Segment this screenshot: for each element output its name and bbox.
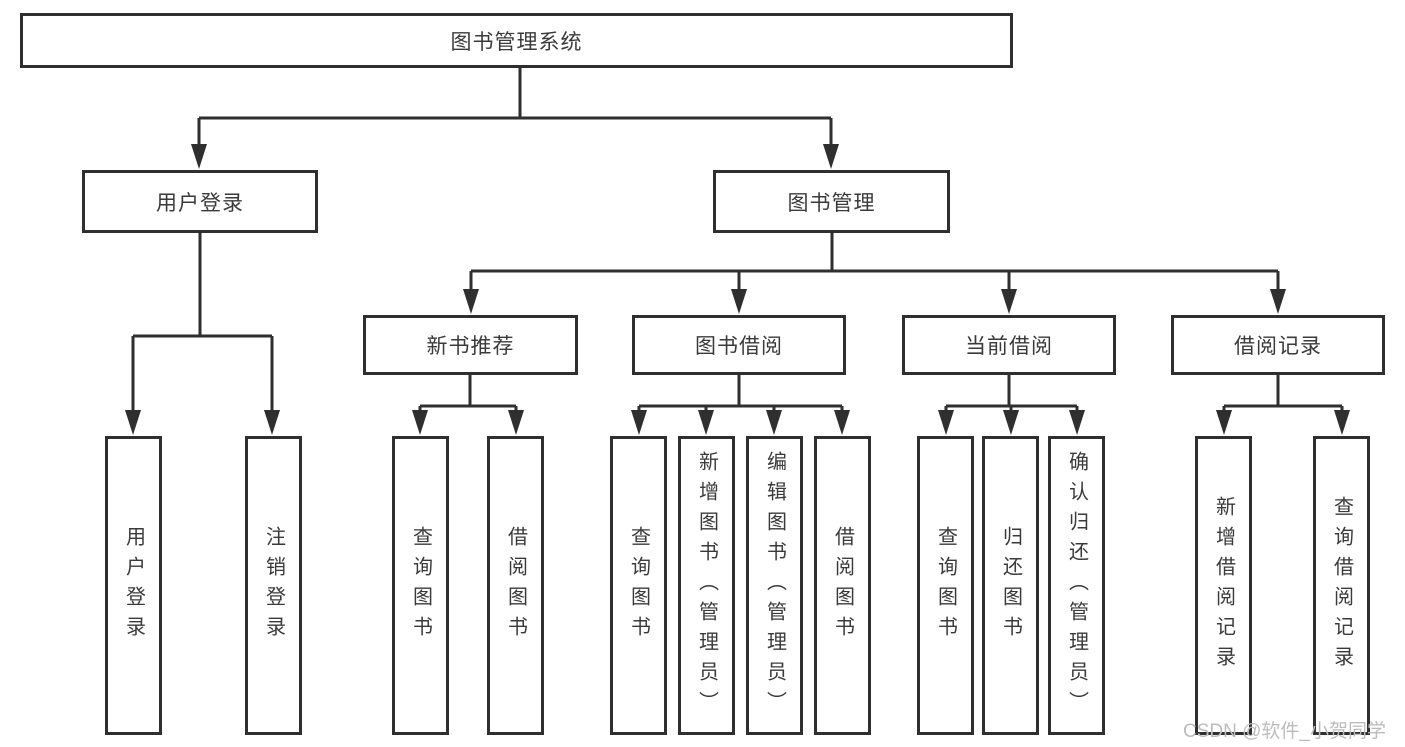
leaf-borrow-books-recommend: 借阅图书: [487, 436, 544, 735]
leaf-add-book-admin: 新增图书（管理员）: [678, 436, 735, 735]
node-root: 图书管理系统: [20, 13, 1013, 68]
leaf-query-borrow-record: 查询借阅记录: [1313, 436, 1370, 735]
leaf-add-borrow-record: 新增借阅记录: [1195, 436, 1252, 735]
node-borrowing-records: 借阅记录: [1171, 315, 1385, 375]
leaf-edit-book-admin: 编辑图书（管理员）: [746, 436, 803, 735]
leaf-borrow-books-borrowing: 借阅图书: [814, 436, 871, 735]
leaf-query-books-borrowing: 查询图书: [610, 436, 667, 735]
node-new-book-recommendation: 新书推荐: [363, 315, 578, 375]
csdn-watermark: CSDN @软件_小贺同学: [1183, 721, 1386, 742]
leaf-query-books-current: 查询图书: [917, 436, 974, 735]
node-user-login: 用户登录: [82, 170, 318, 233]
leaf-return-books: 归还图书: [982, 436, 1039, 735]
leaf-query-books-recommend: 查询图书: [392, 436, 449, 735]
leaf-confirm-return-admin: 确认归还（管理员）: [1048, 436, 1105, 735]
leaf-user-login: 用户登录: [105, 436, 162, 735]
node-current-borrowing: 当前借阅: [902, 315, 1116, 375]
node-book-borrowing: 图书借阅: [632, 315, 846, 375]
leaf-logout: 注销登录: [245, 436, 302, 735]
node-book-management: 图书管理: [713, 170, 950, 233]
